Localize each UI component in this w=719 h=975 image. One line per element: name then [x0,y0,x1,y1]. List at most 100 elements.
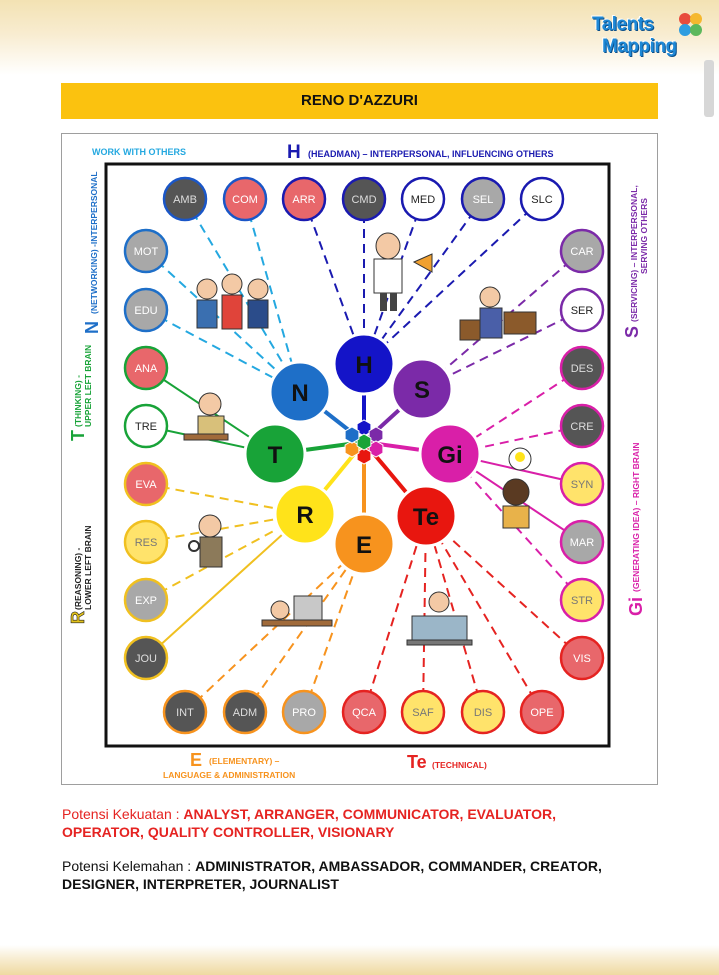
talent-label-mot: MOT [134,246,159,258]
te-heading-letter: Te [407,752,427,772]
s-heading-letter: S [622,326,642,338]
t-heading-text-1: (THINKING) - [73,375,83,427]
connector-line-dis [425,515,484,713]
center-circle-te [394,484,458,548]
connector-line-vis [425,515,583,659]
gi-heading-letter: Gi [626,597,646,616]
work-with-others-label: WORK WITH OTHERS [92,147,186,157]
center-label-r: R [296,502,313,529]
talent-label-vis: VIS [573,653,591,665]
networking-people-illustration [196,273,269,330]
center-label-s: S [414,377,430,404]
r-heading-letter: R [68,611,88,624]
talent-circle-adm [222,689,268,735]
connector-line-qca [363,515,427,713]
center-circle-t [243,422,307,486]
talent-label-mar: MAR [570,537,595,549]
logo-text-2: Mapping [602,36,677,57]
strength-values-line2: OPERATOR, QUALITY CONTROLLER, VISIONARY [62,824,395,840]
strength-label: Potensi Kekuatan : [62,806,184,822]
talent-circle-ser [559,287,605,333]
talent-label-slc: SLC [531,194,552,206]
talent-label-exp: EXP [135,595,157,607]
detective-illustration [188,514,223,568]
h-heading-text: (HEADMAN) – INTERPERSONAL, INFLUENCING O… [308,149,554,159]
talent-circle-com [222,176,268,222]
talent-circle-dis [460,689,506,735]
r-heading-text-2: LOWER LEFT BRAIN [83,525,93,610]
h-heading-letter: H [287,142,301,163]
office-worker-illustration [261,595,333,627]
talent-label-saf: SAF [412,707,434,719]
talent-label-amb: AMB [173,194,197,206]
talent-label-res: RES [135,537,158,549]
center-label-gi: Gi [437,442,462,469]
logo-text-1: Talents [592,14,654,35]
talent-circle-mar [559,519,605,565]
talent-circle-des [559,345,605,391]
talent-circle-saf [400,689,446,735]
talent-circle-ope [519,689,565,735]
talent-circle-res [123,519,169,565]
connector-line-com [244,198,301,393]
center-label-e: E [356,532,372,559]
talent-circle-vis [559,635,605,681]
talent-label-com: COM [232,194,258,206]
talent-label-arr: ARR [292,194,315,206]
talent-circle-car [559,228,605,274]
thinking-boy-illustration [183,392,229,441]
weakness-values-line2: DESIGNER, INTERPRETER, JOURNALIST [62,876,339,892]
technician-illustration [406,591,473,646]
center-circle-s [390,357,454,421]
talent-circle-eva [123,461,169,507]
scrollbar-thumb[interactable] [704,60,714,117]
talent-label-adm: ADM [233,707,257,719]
talent-label-qca: QCA [352,707,377,719]
talent-label-cmd: CMD [351,194,376,206]
e-heading-text-1: (ELEMENTARY) – [209,756,280,766]
connector-line-res [145,513,306,543]
talent-label-ana: ANA [135,363,158,375]
center-circle-h [332,332,396,396]
talent-circle-int [162,689,208,735]
connector-line-des [449,367,583,455]
page-title: RENO D'AZZURI [301,92,418,109]
center-circle-r [273,482,337,546]
inner-border [104,162,611,748]
talent-label-syn: SYN [571,479,594,491]
talent-circle-pro [281,689,327,735]
talent-circle-cre [559,403,605,449]
center-circle-gi [418,422,482,486]
connector-line-int [184,543,365,713]
talent-label-cre: CRE [570,421,593,433]
center-circle-n [268,360,332,424]
t-heading-letter: T [68,430,88,441]
n-heading-text: (NETWORKING) -INTERPERSONAL [89,171,99,314]
center-label-h: H [355,352,372,379]
connector-line-eva [145,483,306,515]
bottom-decor-band [0,945,719,975]
title-bar: RENO D'AZZURI [61,83,658,119]
strength-values-line1: ANALYST, ARRANGER, COMMUNICATOR, EVALUAT… [183,806,556,822]
puzzle-icon [679,13,702,36]
center-label-t: T [268,442,283,469]
talent-circle-qca [341,689,387,735]
connector-line-mot [145,250,301,393]
talent-circle-syn [559,461,605,507]
talent-label-ser: SER [571,305,594,317]
weakness-values-line1: ADMINISTRATOR, AMBASSADOR, COMMANDER, CR… [195,858,602,874]
weakness-label: Potensi Kelemahan : [62,858,196,874]
te-heading-text: (TECHNICAL) [432,760,487,770]
talent-label-tre: TRE [135,421,157,433]
weakness-section: Potensi Kelemahan : ADMINISTRATOR, AMBAS… [62,857,662,893]
talent-label-edu: EDU [134,305,157,317]
talent-label-med: MED [411,194,436,206]
strength-section: Potensi Kekuatan : ANALYST, ARRANGER, CO… [62,805,662,841]
talent-circle-tre [123,403,169,449]
top-decor-band [0,0,719,75]
talent-circle-amb [162,176,208,222]
talent-circle-exp [123,577,169,623]
talent-label-ope: OPE [530,707,553,719]
